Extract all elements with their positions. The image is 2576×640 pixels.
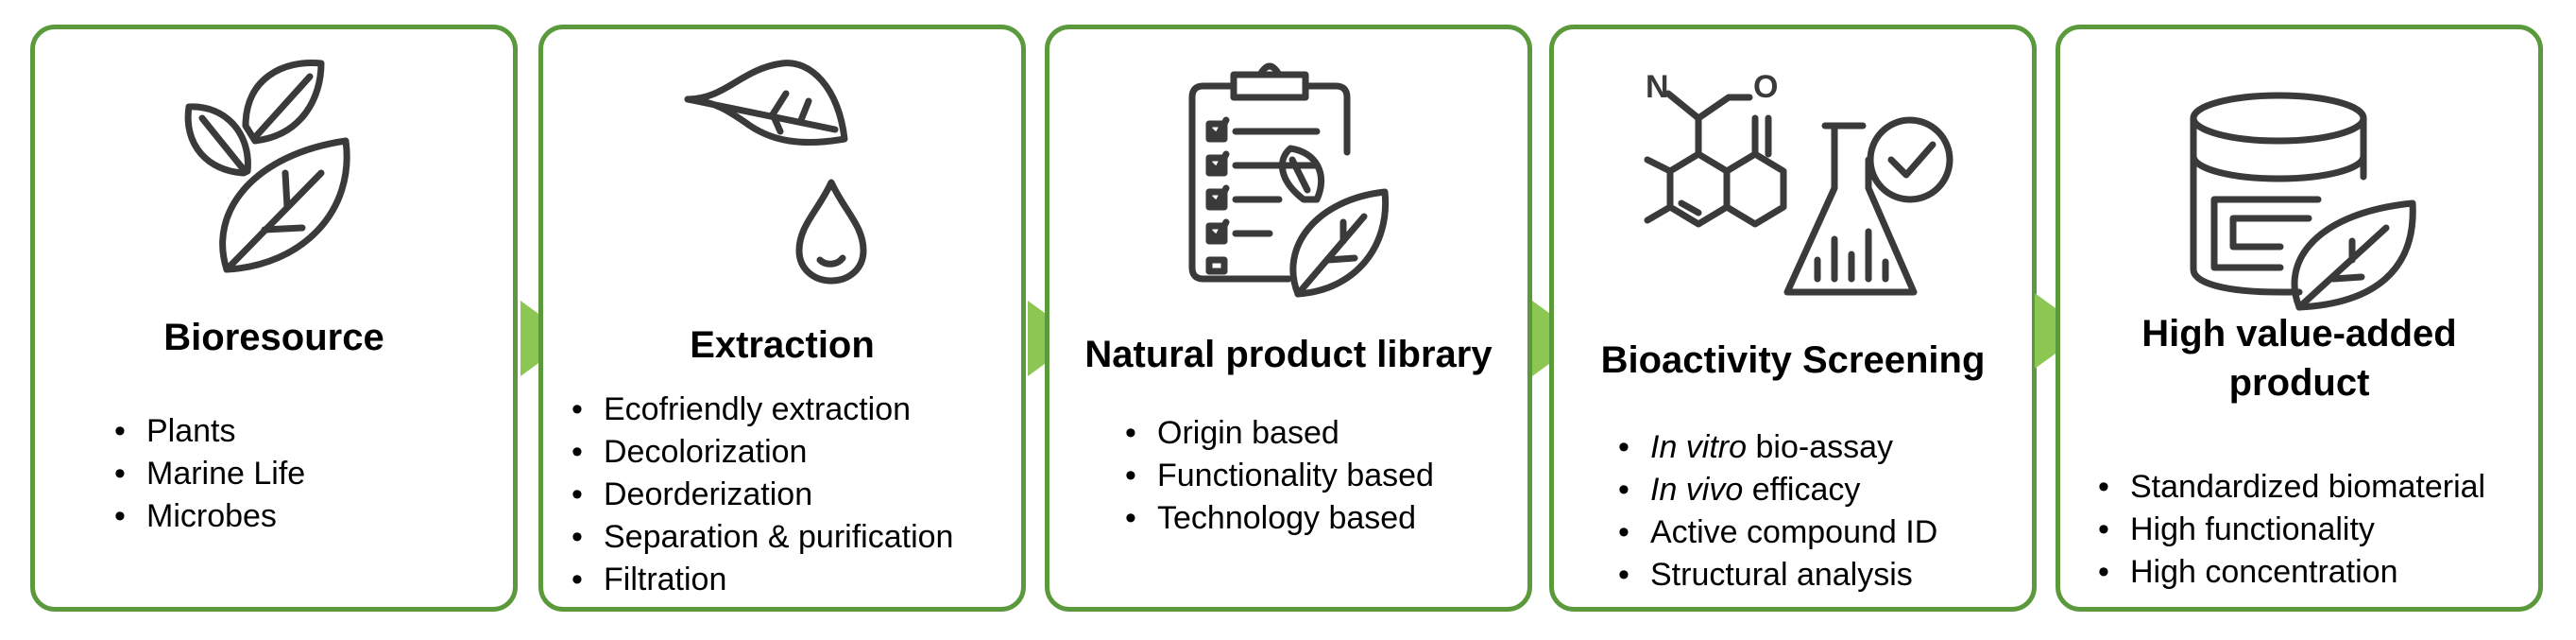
clipboard-checklist-icon — [1175, 58, 1402, 303]
item-text: efficacy — [1743, 472, 1861, 508]
panel-title: Bioactivity Screening — [1600, 339, 1986, 381]
panel-title: Extraction — [690, 324, 875, 366]
list-item: High concentration — [2087, 551, 2485, 594]
panel-natural-product-library: Natural product library Origin based Fun… — [1045, 25, 1532, 612]
list-item: In vitro bio-assay — [1607, 426, 1937, 469]
list-item: Ecofriendly extraction — [560, 389, 953, 431]
jar-leaf-icon — [2176, 90, 2422, 317]
panel-bioresource: Bioresource Plants Marine Life Microbes — [30, 25, 518, 612]
leaves-icon — [170, 50, 378, 277]
item-list: Origin based Functionality based Technol… — [1114, 412, 1434, 540]
item-text: bio-assay — [1747, 429, 1894, 465]
list-item: Filtration — [560, 559, 953, 601]
list-item: Standardized biomaterial — [2087, 466, 2485, 509]
list-item: Active compound ID — [1607, 511, 1937, 554]
title-line: High value-added — [2141, 313, 2457, 355]
title-line: product — [2228, 362, 2370, 404]
svg-text:N: N — [1646, 69, 1669, 105]
list-item: Marine Life — [103, 453, 305, 495]
italic-term: In vivo — [1650, 472, 1744, 508]
list-item: Structural analysis — [1607, 554, 1937, 597]
list-item: Microbes — [103, 495, 305, 538]
list-item: Deorderization — [560, 474, 953, 516]
item-list: Standardized biomaterial High functional… — [2087, 466, 2485, 594]
list-item: Decolorization — [560, 431, 953, 474]
svg-text:O: O — [1753, 69, 1778, 105]
list-item: Origin based — [1114, 412, 1434, 455]
list-item: Technology based — [1114, 497, 1434, 540]
panel-title: Bioresource — [163, 317, 384, 358]
list-item: In vivo efficacy — [1607, 469, 1937, 511]
item-text: Active compound ID — [1650, 514, 1938, 550]
panel-extraction: Extraction Ecofriendly extraction Decolo… — [538, 25, 1026, 612]
italic-term: In vitro — [1650, 429, 1748, 465]
leaf-drop-icon — [669, 50, 896, 286]
panel-title: High value-added product — [2060, 309, 2538, 407]
panel-high-value-product: High value-added product Standardized bi… — [2056, 25, 2543, 612]
item-list: Ecofriendly extraction Decolorization De… — [560, 389, 953, 601]
panel-title: Natural product library — [1084, 334, 1493, 375]
item-text: Structural analysis — [1650, 557, 1913, 593]
list-item: High functionality — [2087, 509, 2485, 551]
panel-bioactivity-screening: N O Bioactivity Screening In vitro bio-a… — [1549, 25, 2037, 612]
list-item: Separation & purification — [560, 516, 953, 559]
list-item: Functionality based — [1114, 455, 1434, 497]
item-list: Plants Marine Life Microbes — [103, 410, 305, 538]
item-list: In vitro bio-assay In vivo efficacy Acti… — [1607, 426, 1937, 597]
list-item: Plants — [103, 410, 305, 453]
molecule-flask-icon: N O — [1632, 65, 1953, 311]
